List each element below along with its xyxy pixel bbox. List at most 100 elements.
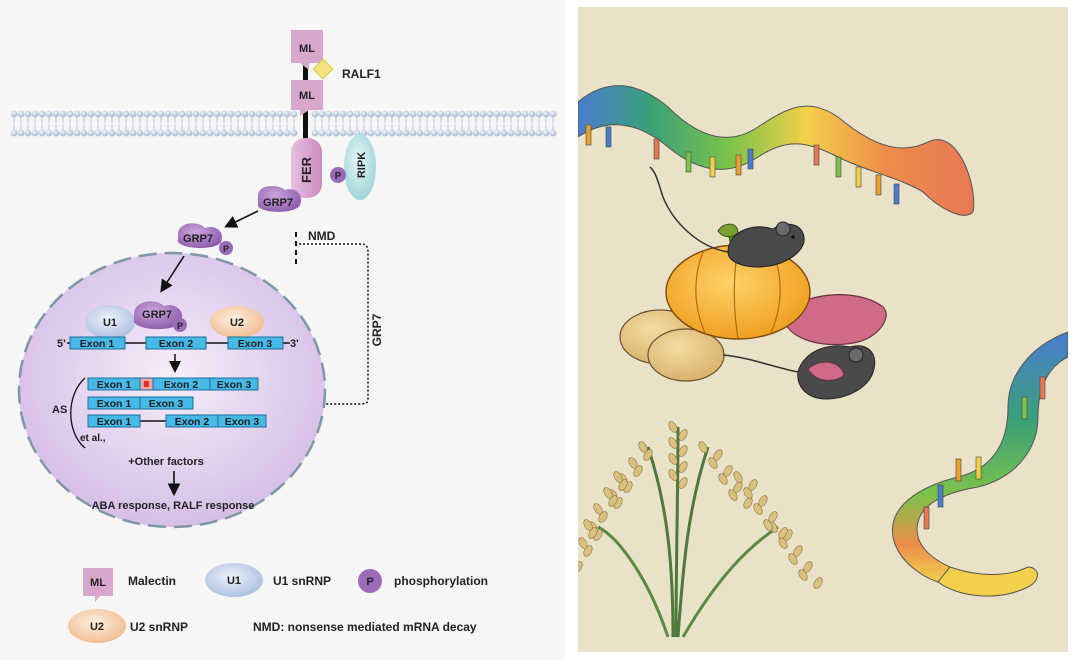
nucleotide-rung (937, 484, 944, 508)
membrane-lipid (346, 110, 354, 118)
membrane-lipid (94, 129, 102, 137)
rice-grain (788, 553, 798, 565)
membrane-lipid (206, 110, 214, 118)
membrane-lipid (276, 129, 284, 137)
membrane-lipid (17, 110, 25, 118)
iso1-exon-2: Exon 2 (164, 379, 199, 391)
legend-u2-swatch (68, 609, 126, 643)
pre-exon-1: Exon 1 (80, 338, 115, 350)
membrane-lipid (318, 129, 326, 137)
rna-ribbon-top (578, 85, 975, 216)
iso1-exon-3: Exon 3 (217, 379, 252, 391)
rice-grain (698, 441, 708, 453)
membrane-lipid (311, 129, 319, 137)
spliceosome: U1 GRP7 P U2 (85, 301, 264, 339)
grp7-phosphorylated: GRP7 P (178, 223, 233, 255)
three-prime-label: 3' (290, 338, 299, 350)
membrane-lipid (199, 110, 207, 118)
membrane-lipid (500, 110, 508, 118)
membrane-lipid (388, 129, 396, 137)
nucleotide-rung (709, 156, 716, 178)
rice-grain (578, 561, 583, 573)
membrane-lipid (122, 110, 130, 118)
other-factors-label: +Other factors (128, 456, 204, 468)
pre-exon-2: Exon 2 (159, 338, 194, 350)
grp7-nuclear (134, 301, 183, 330)
fer-label: FER (299, 156, 314, 183)
rice-grain (798, 569, 808, 581)
nucleotide-rung (1039, 376, 1046, 400)
grp7-membrane-bound: GRP7 (258, 186, 302, 212)
legend: ML Malectin U1 U1 snRNP P phosphorylatio… (68, 563, 488, 643)
legend-u2-icon: U2 (90, 621, 104, 633)
grp7-feedback-path (299, 243, 369, 405)
u1-snrnp (85, 305, 135, 339)
membrane-lipid (451, 110, 459, 118)
membrane-lipid (332, 110, 340, 118)
malectin-domain-bottom (291, 80, 323, 116)
membrane-lipid (423, 110, 431, 118)
membrane-lipid (430, 129, 438, 137)
nucleotide-rung (813, 144, 820, 166)
rice-grain (678, 461, 688, 473)
five-prime-label: 5' (57, 338, 66, 350)
mouse-on-pumpkin (649, 166, 805, 268)
membrane-lipid (220, 110, 228, 118)
membrane-lipid (94, 110, 102, 118)
membrane-lipid (549, 110, 557, 118)
membrane-lipid (290, 110, 298, 118)
membrane-lipid (535, 129, 543, 137)
nucleotide-rung (653, 138, 660, 160)
grp7-vertical-label: GRP7 (370, 313, 384, 346)
membrane-lipid (192, 110, 200, 118)
membrane-lipid (528, 110, 536, 118)
membrane-lipid (269, 129, 277, 137)
grp7-membrane-label: GRP7 (263, 197, 293, 209)
membrane-lipid (528, 129, 536, 137)
rice-grain (708, 457, 718, 469)
illustration (578, 85, 1068, 638)
membrane-lipid (542, 129, 550, 137)
as-label: AS (52, 404, 67, 416)
membrane-lipid (108, 129, 116, 137)
membrane-lipid (17, 129, 25, 137)
membrane-lipid (115, 129, 123, 137)
sweet-potato (782, 294, 887, 346)
nucleotide-rung (585, 124, 592, 146)
membrane-lipid (31, 129, 39, 137)
membrane-lipid (409, 129, 417, 137)
membrane-lipid (472, 110, 480, 118)
rice-grain (588, 527, 598, 539)
ripk-phosphate (330, 167, 346, 183)
membrane-lipid (73, 110, 81, 118)
legend-ml-icon: ML (90, 577, 106, 589)
membrane-lipid (59, 129, 67, 137)
membrane-lipid (150, 110, 158, 118)
membrane-lipid (52, 129, 60, 137)
membrane-lipid (388, 110, 396, 118)
response-label: ABA response, RALF response (92, 500, 255, 512)
membrane-lipid (255, 110, 263, 118)
rice-grain (618, 479, 628, 491)
membrane-lipid (87, 110, 95, 118)
membrane-lipid (185, 129, 193, 137)
membrane-lipid (290, 129, 298, 137)
membrane-lipid (45, 110, 53, 118)
membrane-lipid (234, 110, 242, 118)
legend-phosphorylation-label: phosphorylation (394, 574, 488, 588)
membrane-lipid (395, 110, 403, 118)
membrane-lipid (367, 129, 375, 137)
membrane-lipid (486, 110, 494, 118)
membrane-lipid (220, 129, 228, 137)
rice-grain (743, 487, 753, 499)
membrane-lipid (549, 129, 557, 137)
membrane-lipid (479, 129, 487, 137)
membrane-lipid (514, 129, 522, 137)
membrane-lipid (66, 129, 74, 137)
membrane-lipid (479, 110, 487, 118)
membrane-lipid (262, 129, 270, 137)
membrane-lipid (150, 129, 158, 137)
membrane-lipid (521, 129, 529, 137)
membrane-lipid (171, 110, 179, 118)
membrane-lipid (157, 129, 165, 137)
